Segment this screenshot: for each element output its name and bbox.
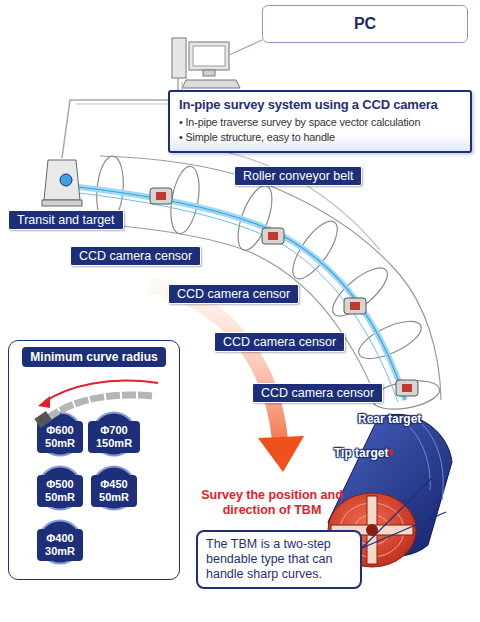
node-body: • Simple structure, easy to handle [179,130,462,145]
part-tag: Roller conveyor belt [234,166,362,186]
node-title: The TBM is a two-step bendable type that… [206,537,352,582]
transit-base [42,200,82,206]
pc-keyboard [182,80,240,88]
camera-sensor [396,380,418,396]
part-tag: Transit and target [8,210,124,230]
node-title: Roller conveyor belt [243,169,353,183]
survey-note: Survey the position and direction of TBM [192,488,352,518]
node-title: CCD camera censor [177,287,290,301]
node-title: Minimum curve radius [22,347,165,367]
leader-line [362,512,446,548]
camera-sensor [344,298,366,314]
part-tag: CCD camera censor [168,284,299,304]
part-tag: CCD camera censor [70,246,201,266]
note-box: The TBM is a two-step bendable type that… [196,530,362,589]
node-title: Φ600 50mR [37,421,83,453]
node-title: In-pipe survey system using a CCD camera [179,97,462,112]
cable [62,78,178,158]
node-title: Φ400 30mR [37,529,83,561]
node-title: Transit and target [17,213,115,227]
node-title: Φ500 50mR [37,475,83,507]
pc-label-box: PC [262,5,468,43]
camera-sensors [150,188,418,396]
node-title: CCD camera censor [261,386,374,400]
spec-circle: Φ450 50mR [91,465,137,511]
computer-icon [172,38,240,88]
part-tag: CCD camera censor [214,332,345,352]
arrow-head [258,436,304,472]
part-tag: CCD camera censor [252,383,383,403]
pc-tower [172,38,186,78]
node-title: Φ450 50mR [91,475,137,507]
spec-circle: Φ700 150mR [91,411,137,457]
node-title: Φ700 150mR [88,421,140,453]
spec-circle: Φ600 50mR [37,411,83,457]
node-body: • In-pipe traverse survey by space vecto… [179,115,462,130]
camera-lens [268,232,278,240]
target-label: Tip target [334,446,388,460]
info-box: In-pipe survey system using a CCD camera… [168,90,472,153]
pipe-ring [326,260,395,324]
curve-radius-panel: Minimum curve radiusΦ600 50mRΦ700 150mRΦ… [8,340,180,580]
transit-lens [60,174,72,186]
node-title: CCD camera censor [79,249,192,263]
node-title: CCD camera censor [223,335,336,349]
spec-circle: Φ400 30mR [37,519,83,565]
target-label: Rear target [358,412,421,426]
tbm-joint [395,415,430,490]
node-title: PC [354,15,376,33]
pc-monitor [189,42,229,70]
cutter-spoke [367,496,377,564]
transit-instrument [42,160,82,206]
camera-lens [350,302,360,310]
camera-sensor [262,228,284,244]
camera-sensor [150,188,172,204]
transit-body [44,160,80,200]
camera-lens [402,384,412,392]
cable [76,82,182,104]
panel-heading-row: Minimum curve radius [9,341,179,367]
pc-stand [203,70,215,76]
pc-screen [193,46,225,66]
leader-line [362,478,432,548]
camera-lens [156,192,166,200]
spec-circle: Φ500 50mR [37,465,83,511]
pc-leader [229,40,262,55]
